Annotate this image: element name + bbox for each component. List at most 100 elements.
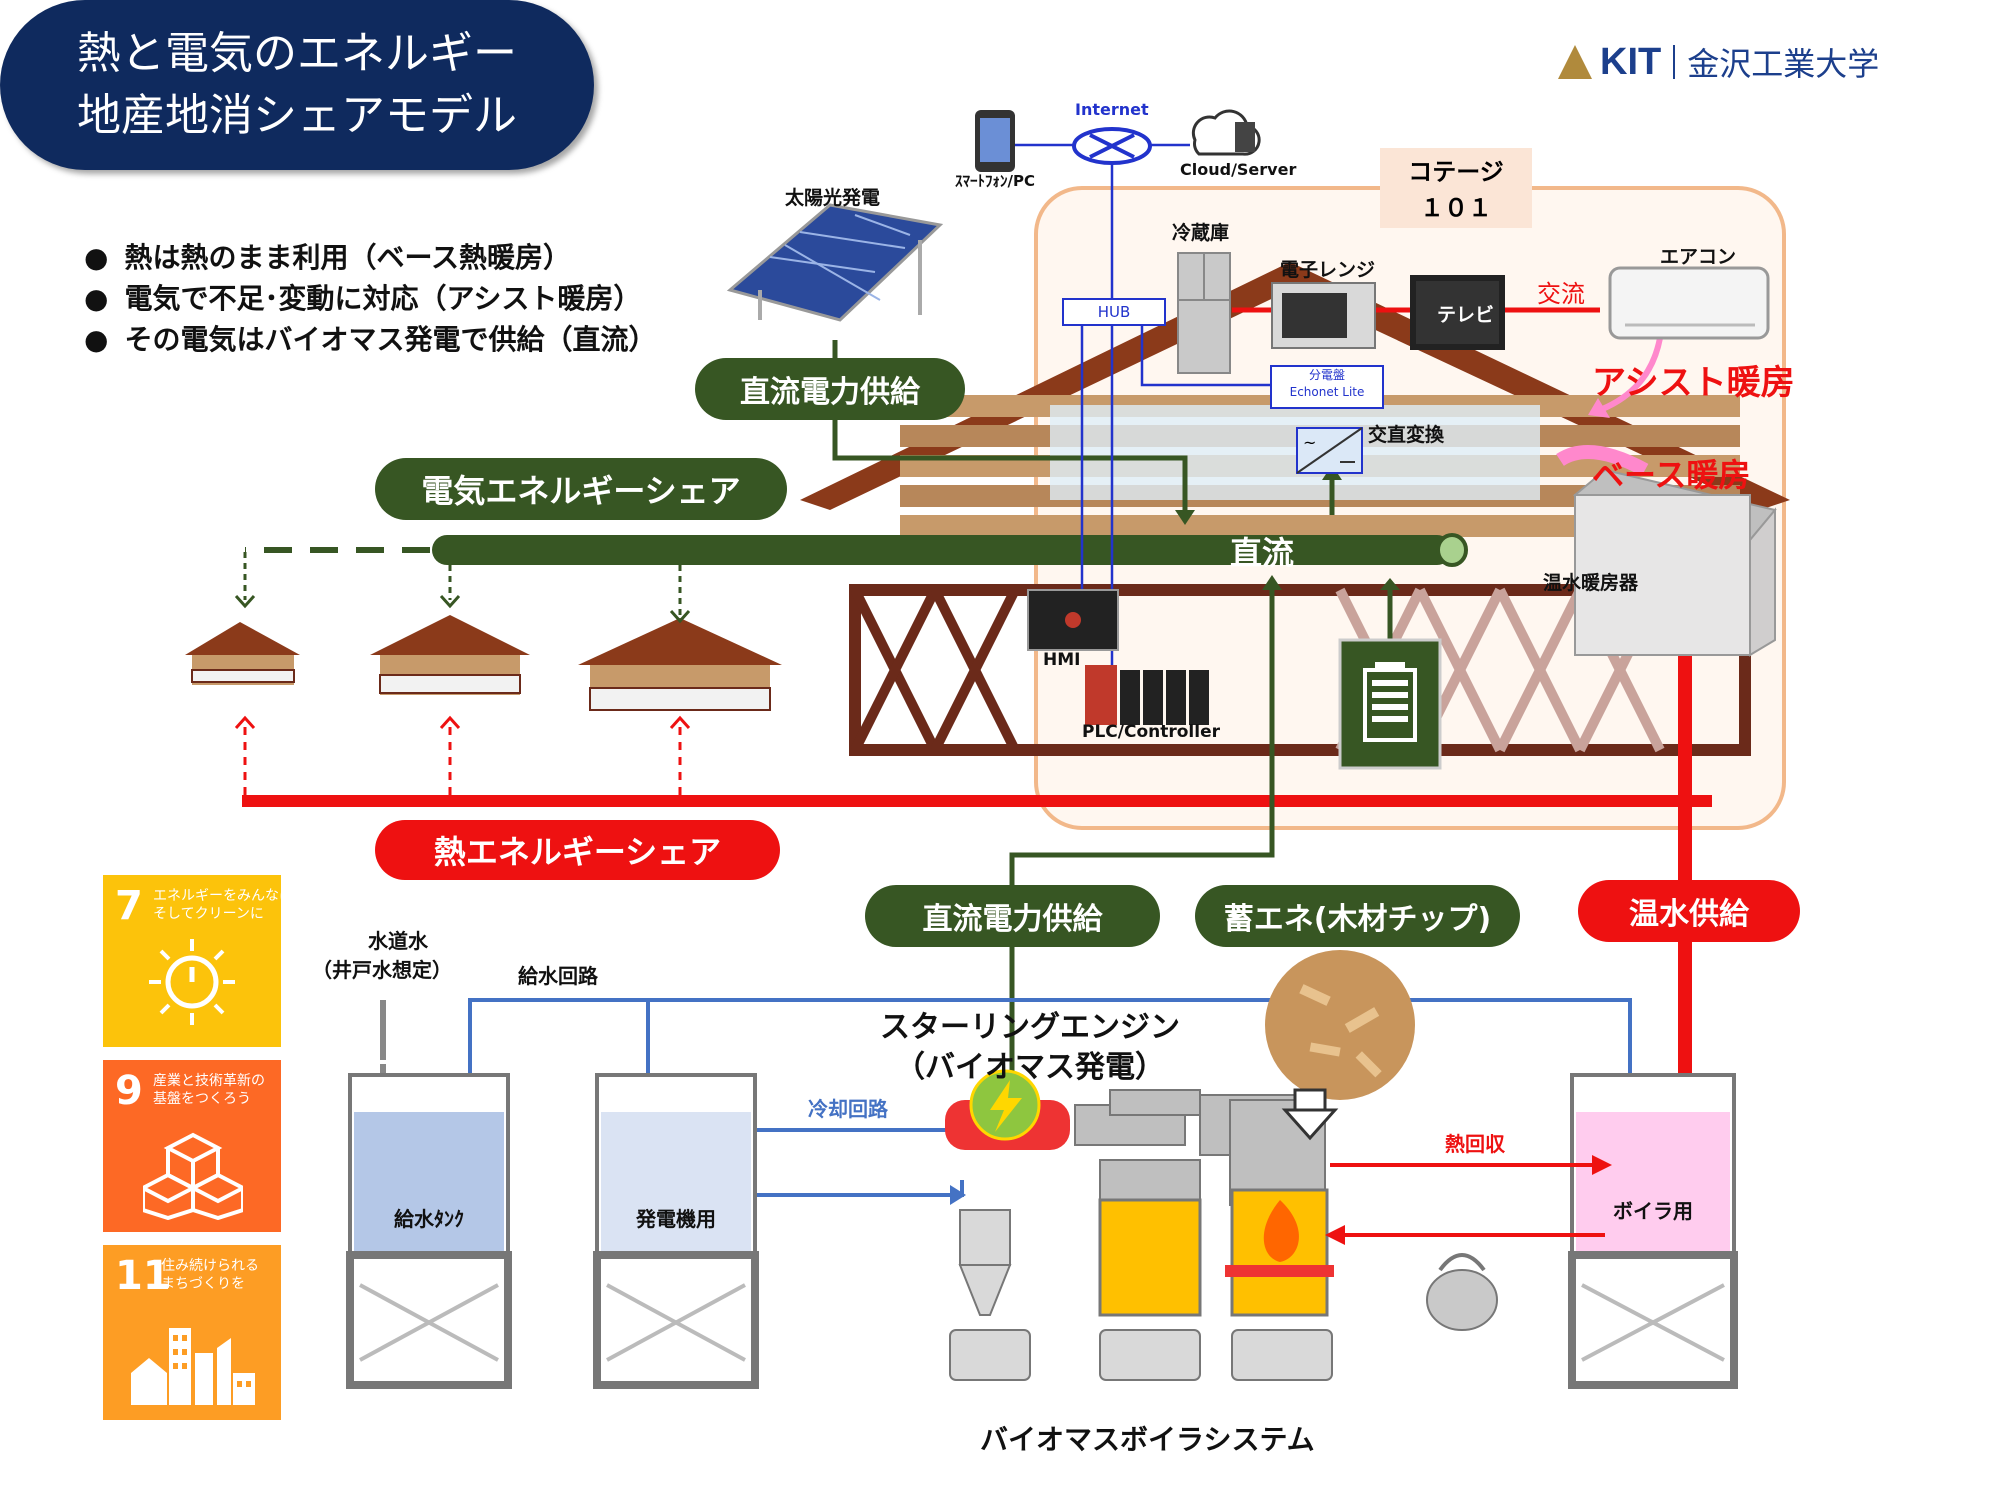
supply-tank (346, 1073, 512, 1389)
elec-share-label: 電気エネルギーシェア (375, 458, 787, 520)
heat-share-dashed-lines (243, 725, 682, 795)
brand-name: 金沢工業大学 (1687, 45, 1880, 83)
svg-text:~: ~ (1303, 433, 1316, 452)
kettle-handle (1438, 1253, 1486, 1272)
panel-label-1: 分電盤 (1308, 368, 1345, 382)
bullet-2: 電気で不足･変動に対応（アシスト暖房） (84, 277, 641, 317)
wood-chips-texture (1299, 984, 1382, 1078)
panel-label-2: Echonet Lite (1289, 385, 1365, 399)
sdg-7-number: 7 (115, 883, 143, 929)
generator-tank-label: 発電機用 (636, 1207, 716, 1231)
biomass-boiler (945, 1089, 1334, 1381)
kettle-icon (1426, 1269, 1498, 1331)
solar-panel (726, 203, 944, 322)
house-railing (849, 584, 1751, 756)
cooling-circuit-label: 冷却回路 (808, 1097, 888, 1121)
house-siding (900, 395, 1740, 537)
sdg-9-number: 9 (115, 1068, 143, 1114)
assist-heating-label: アシスト暖房 (1592, 363, 1795, 403)
heat-share-line (242, 795, 1712, 807)
tap-water-label: 水道水 （井戸水想定） (312, 925, 452, 983)
small-house-3 (578, 618, 782, 711)
internet-symbol (1072, 127, 1152, 165)
bullet-3: その電気はバイオマス発電で供給（直流） (84, 318, 656, 358)
base-arrow (1556, 445, 1649, 477)
hmi-icon (1027, 589, 1119, 651)
plc-icon (1085, 665, 1209, 725)
small-house-1 (185, 622, 300, 685)
heat-share-label: 熱エネルギーシェア (375, 820, 780, 880)
dc-share-dashed-lines (243, 547, 682, 615)
tap-water-label-2: （井戸水想定） (312, 958, 452, 982)
heat-share-arrowheads (234, 715, 691, 730)
assist-arrowhead (1588, 398, 1610, 418)
sdg-11-text: 住み続けられる まちづくりを (161, 1258, 259, 1292)
tap-water-label-1: 水道水 (368, 929, 428, 953)
hmi-label: HMI (1043, 650, 1081, 670)
sdg-11: 11 住み続けられる まちづくりを (103, 1245, 281, 1420)
wood-chips-image (1265, 950, 1415, 1100)
lightning-icon (990, 1080, 1022, 1132)
microwave-icon (1271, 282, 1376, 349)
stirling-engine-label: スターリングエンジン （バイオマス発電） (880, 1008, 1180, 1088)
cottage-label-2: １０１ (1420, 194, 1492, 222)
title-line-1: 熱と電気のエネルギー (77, 28, 517, 79)
heat-recovery-label: 熱回収 (1445, 1132, 1505, 1156)
assist-arrow (1598, 337, 1663, 413)
generator-tank (593, 1073, 759, 1389)
kit-emblem-icon (1558, 45, 1592, 79)
water-circuit-label: 給水回路 (518, 964, 598, 988)
dc-share-arrowheads (234, 594, 691, 624)
base-heating-label: ベース暖房 (1592, 456, 1751, 494)
sun-power-icon (149, 939, 235, 1025)
sdg-11-number: 11 (115, 1253, 171, 1299)
microwave-label: 電子レンジ (1280, 259, 1376, 281)
engine-label-2: （バイオマス発電） (895, 1050, 1165, 1085)
hot-water-label: 温水供給 (1578, 880, 1800, 942)
cubes-icon (143, 1132, 243, 1220)
storage-label: 蓄エネ(木材チップ) (1195, 885, 1520, 947)
converter-icon: ~ (1296, 427, 1363, 474)
brand-logo-text: KIT (1600, 40, 1662, 83)
cottage-label: コテージ １０１ (1380, 148, 1532, 228)
tv-icon (1410, 275, 1505, 350)
small-house-2 (370, 615, 530, 695)
dc-tube (432, 535, 1452, 565)
chip-feed-arrow-head (1281, 1108, 1339, 1141)
flame-icon (1263, 1200, 1299, 1262)
dc-tube-end (1436, 533, 1468, 567)
title-banner: 熱と電気のエネルギー 地産地消シェアモデル (0, 0, 594, 170)
sdg-7-text: エネルギーをみんなに そしてクリーンに (153, 888, 293, 922)
sdg-9-text: 産業と技術革新の 基盤をつくろう (153, 1073, 265, 1107)
engine-label-1: スターリングエンジン (880, 1010, 1180, 1045)
dc-line-label: 直流 (1230, 534, 1295, 572)
aircon-label: エアコン (1660, 246, 1737, 268)
brand-logo: KIT 金沢工業大学 (1558, 40, 1879, 84)
title-line-2: 地産地消シェアモデル (77, 90, 517, 141)
sdg-7: 7 エネルギーをみんなに そしてクリーンに (103, 875, 293, 1047)
heat-recovery-arrowheads (1325, 1155, 1612, 1245)
cottage-label-1: コテージ (1408, 158, 1504, 186)
city-icon (131, 1328, 255, 1405)
aircon-icon (1608, 266, 1770, 340)
chip-feed-arrow-body (1293, 1088, 1327, 1112)
sdg-9: 9 産業と技術革新の 基盤をつくろう (103, 1060, 281, 1232)
dc-supply-top-label: 直流電力供給 (695, 358, 965, 420)
fridge-label: 冷蔵庫 (1172, 222, 1230, 244)
distribution-panel: 分電盤 Echonet Lite (1270, 365, 1384, 409)
converter-label: 交直変換 (1368, 424, 1445, 446)
supply-tank-label: 給水ﾀﾝｸ (394, 1207, 464, 1231)
cloud-icon (1191, 109, 1261, 156)
system-label: バイオマスボイラシステム (980, 1423, 1315, 1456)
solar-label: 太陽光発電 (785, 187, 881, 209)
heat-recovery-lines (1330, 1163, 1605, 1237)
battery-icon (1338, 638, 1442, 770)
smartphone-icon (975, 110, 1015, 172)
boiler-tank-label: ボイラ用 (1613, 1199, 1693, 1223)
ac-label: 交流 (1537, 280, 1585, 308)
boiler-tank (1568, 1073, 1738, 1389)
fridge-icon (1177, 252, 1231, 374)
water-heater-icon (1572, 468, 1777, 657)
heater-label: 温水暖房器 (1543, 572, 1639, 594)
dc-supply-bottom-label: 直流電力供給 (865, 885, 1160, 947)
